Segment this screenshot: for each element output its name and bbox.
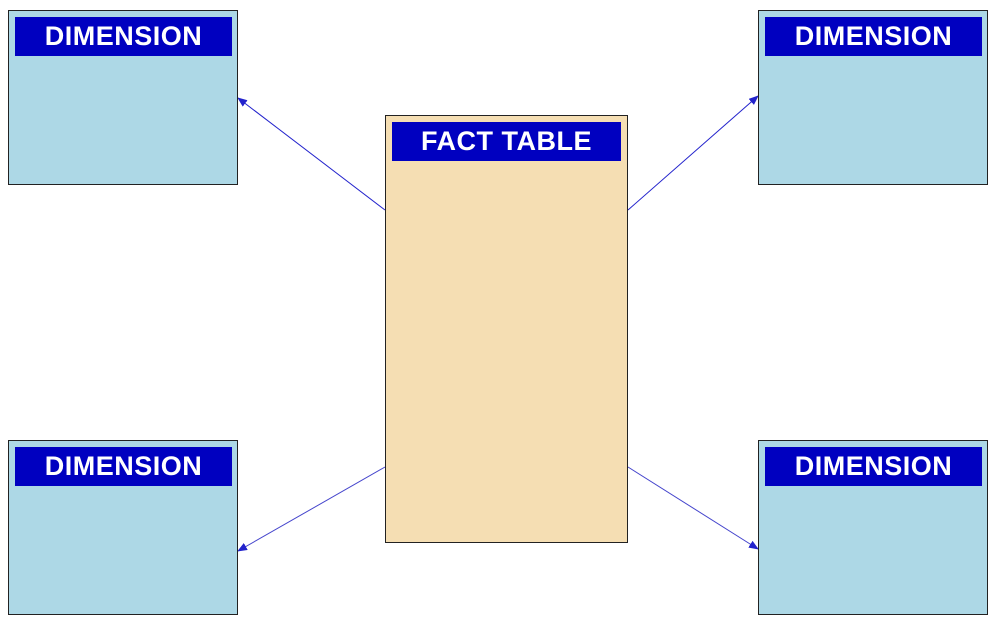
fact-table-header: FACT TABLE xyxy=(392,122,621,161)
dimension-header: DIMENSION xyxy=(15,17,232,56)
arrow-to-dimension-bottom-left xyxy=(237,466,386,552)
dimension-header: DIMENSION xyxy=(765,447,982,486)
arrow-to-dimension-top-left xyxy=(237,97,386,211)
dimension-header: DIMENSION xyxy=(765,17,982,56)
dimension-header: DIMENSION xyxy=(15,447,232,486)
dimension-box-bottom-left: DIMENSION xyxy=(8,440,238,615)
fact-table-box: FACT TABLE xyxy=(385,115,628,543)
arrow-to-dimension-top-right xyxy=(627,95,759,211)
dimension-box-top-right: DIMENSION xyxy=(758,10,988,185)
arrow-to-dimension-bottom-right xyxy=(627,466,759,550)
dimension-box-bottom-right: DIMENSION xyxy=(758,440,988,615)
dimension-box-top-left: DIMENSION xyxy=(8,10,238,185)
